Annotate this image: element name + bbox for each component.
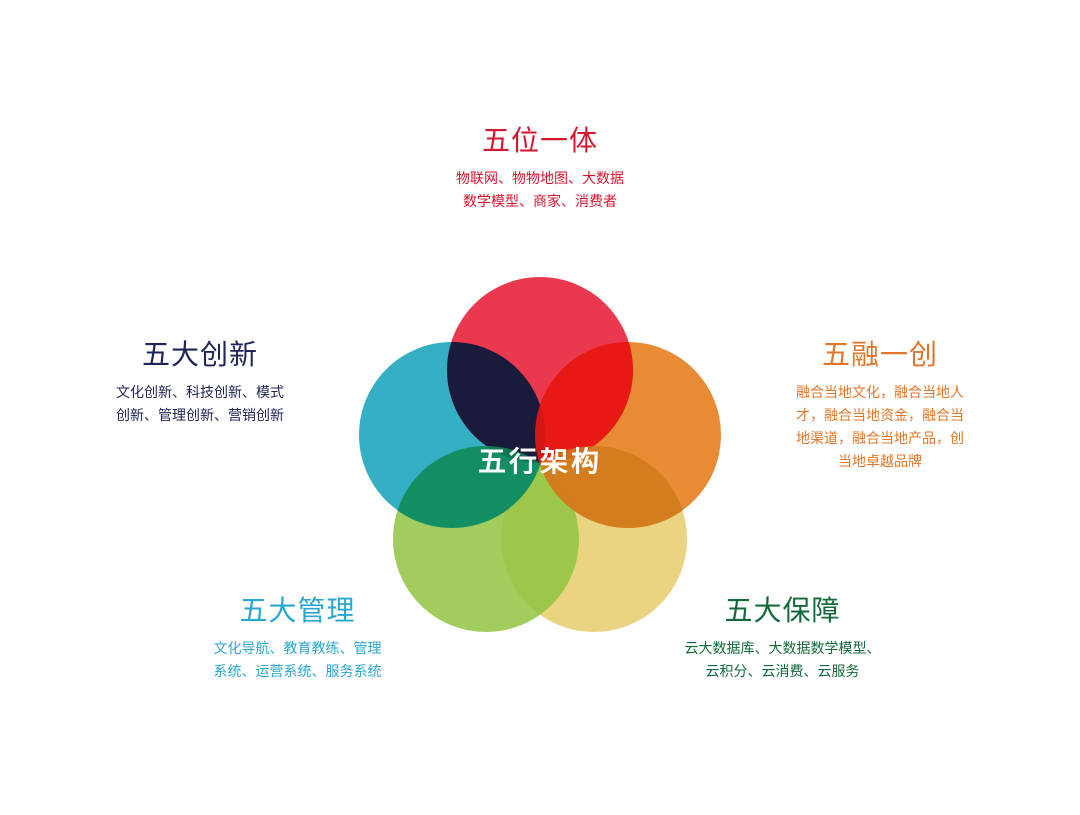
desc-line: 物联网、物物地图、大数据	[456, 171, 624, 187]
block-bottom-left-title: 五大管理	[239, 594, 356, 627]
block-bottom-right-title: 五大保障	[724, 594, 841, 627]
desc-line: 融合当地文化，融合当地人	[796, 385, 964, 401]
block-bottom-left: 五大管理 文化导航、教育教练、管理 系统、运营系统、服务系统	[180, 594, 415, 684]
block-bottom-left-desc: 文化导航、教育教练、管理 系统、运营系统、服务系统	[180, 638, 415, 684]
block-top-desc: 物联网、物物地图、大数据 数学模型、商家、消费者	[390, 168, 690, 214]
desc-line: 当地卓越品牌	[838, 454, 922, 470]
desc-line: 创新、管理创新、营销创新	[116, 408, 284, 424]
desc-line: 才，融合当地资金，融合当	[796, 408, 964, 424]
block-right: 五融一创 融合当地文化，融合当地人 才，融合当地资金，融合当 地渠道，融合当地产…	[770, 338, 990, 474]
desc-line: 文化导航、教育教练、管理	[213, 641, 382, 657]
block-left-desc: 文化创新、科技创新、模式 创新、管理创新、营销创新	[80, 382, 320, 428]
block-right-desc: 融合当地文化，融合当地人 才，融合当地资金，融合当 地渠道，融合当地产品，创 当…	[770, 382, 990, 474]
block-right-title: 五融一创	[821, 338, 938, 371]
block-left: 五大创新 文化创新、科技创新、模式 创新、管理创新、营销创新	[80, 338, 320, 428]
desc-line: 地渠道，融合当地产品，创	[796, 431, 964, 447]
desc-line: 数学模型、商家、消费者	[463, 194, 617, 210]
block-top: 五位一体 物联网、物物地图、大数据 数学模型、商家、消费者	[390, 124, 690, 214]
desc-line: 云大数据库、大数据数学模型、	[684, 641, 881, 657]
center-label: 五行架构	[477, 445, 602, 478]
desc-line: 云积分、云消费、云服务	[705, 664, 860, 680]
block-left-title: 五大创新	[141, 338, 258, 371]
desc-line: 文化创新、科技创新、模式	[116, 385, 284, 401]
block-top-title: 五位一体	[481, 124, 598, 157]
block-bottom-right: 五大保障 云大数据库、大数据数学模型、 云积分、云消费、云服务	[660, 594, 905, 684]
desc-line: 系统、运营系统、服务系统	[213, 664, 382, 680]
block-bottom-right-desc: 云大数据库、大数据数学模型、 云积分、云消费、云服务	[660, 638, 905, 684]
